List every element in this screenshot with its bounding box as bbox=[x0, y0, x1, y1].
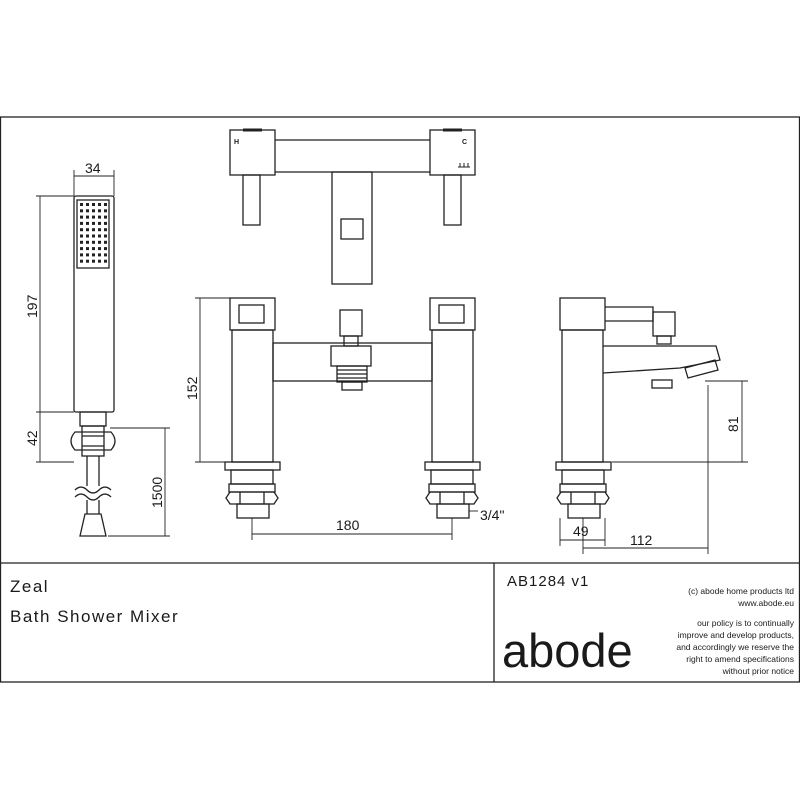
spray-dot bbox=[80, 215, 83, 219]
dim-mixer-height: 152 bbox=[184, 376, 200, 400]
spray-dot bbox=[86, 203, 89, 206]
spray-dot bbox=[98, 234, 101, 238]
spray-dot bbox=[98, 228, 101, 232]
spray-dot bbox=[104, 209, 107, 213]
policy-line-4: right to amend specifications bbox=[686, 654, 794, 664]
spray-dot bbox=[104, 253, 107, 257]
spray-dot bbox=[80, 203, 83, 206]
spray-dot bbox=[92, 234, 95, 238]
spray-dot bbox=[80, 221, 83, 225]
spray-dot bbox=[86, 209, 89, 213]
spray-dot bbox=[80, 209, 83, 213]
spray-dot bbox=[92, 203, 95, 206]
spray-dot bbox=[104, 240, 107, 244]
top-view bbox=[229, 128, 476, 285]
spray-dot bbox=[86, 240, 89, 244]
spray-dot bbox=[80, 240, 83, 244]
spray-dot bbox=[86, 247, 89, 251]
spray-dot bbox=[104, 247, 107, 251]
side-view bbox=[555, 297, 721, 519]
dim-tap-centres: 180 bbox=[336, 517, 360, 533]
spray-dot bbox=[80, 253, 83, 257]
spray-dot bbox=[98, 240, 101, 244]
spray-dot bbox=[98, 203, 101, 206]
dim-base-width: 49 bbox=[573, 523, 589, 539]
policy-line-1: our policy is to continually bbox=[697, 618, 795, 628]
spray-dot bbox=[86, 253, 89, 257]
spray-dot bbox=[92, 259, 95, 263]
spray-dot bbox=[104, 221, 107, 225]
product-name: Zeal bbox=[10, 577, 49, 596]
spray-dot bbox=[92, 221, 95, 225]
front-view bbox=[224, 297, 481, 519]
product-code: AB1284 v1 bbox=[507, 573, 589, 590]
spray-dot bbox=[86, 259, 89, 263]
spray-dot bbox=[92, 240, 95, 244]
spray-dot bbox=[98, 209, 101, 213]
spray-dot bbox=[98, 253, 101, 257]
policy-line-2: improve and develop products, bbox=[678, 630, 794, 640]
spray-dot bbox=[80, 228, 83, 232]
spray-dot bbox=[80, 259, 83, 263]
spray-dot bbox=[98, 259, 101, 263]
dim-handset-length: 197 bbox=[24, 294, 40, 318]
spray-dot bbox=[86, 221, 89, 225]
policy-line-5: without prior notice bbox=[722, 666, 795, 676]
spray-dot bbox=[92, 228, 95, 232]
spray-dot bbox=[92, 247, 95, 251]
spray-dot bbox=[80, 247, 83, 251]
dim-spout-height: 81 bbox=[725, 416, 741, 432]
website-text: www.abode.eu bbox=[737, 598, 794, 608]
spray-face-dots bbox=[80, 203, 107, 263]
spray-dot bbox=[86, 215, 89, 219]
brand-logo: abode bbox=[502, 624, 633, 677]
spray-dot bbox=[104, 203, 107, 206]
spray-dot bbox=[104, 259, 107, 263]
spray-dot bbox=[98, 221, 101, 225]
drawing-frame bbox=[0, 116, 800, 683]
spray-dot bbox=[98, 247, 101, 251]
spray-dot bbox=[104, 215, 107, 219]
dim-spout-projection: 112 bbox=[630, 532, 653, 548]
spray-dot bbox=[104, 228, 107, 232]
spray-dot bbox=[92, 215, 95, 219]
copyright-text: (c) abode home products ltd bbox=[688, 586, 794, 596]
product-description: Bath Shower Mixer bbox=[10, 607, 179, 626]
spray-dot bbox=[80, 234, 83, 238]
hot-label: H bbox=[234, 139, 239, 146]
spray-dot bbox=[86, 234, 89, 238]
dim-thread: 3/4" bbox=[480, 507, 504, 523]
dimension-lines bbox=[36, 170, 748, 554]
policy-line-3: and accordingly we reserve the bbox=[676, 642, 794, 652]
dim-holder-height: 42 bbox=[24, 430, 40, 446]
dim-handset-width: 34 bbox=[85, 160, 101, 176]
dim-hose-length: 1500 bbox=[149, 477, 165, 508]
spray-dot bbox=[98, 215, 101, 219]
cold-label: C bbox=[462, 139, 467, 146]
spray-dot bbox=[92, 209, 95, 213]
spray-dot bbox=[104, 234, 107, 238]
hand-shower-view bbox=[70, 195, 116, 537]
spray-dot bbox=[92, 253, 95, 257]
spray-dot bbox=[86, 228, 89, 232]
